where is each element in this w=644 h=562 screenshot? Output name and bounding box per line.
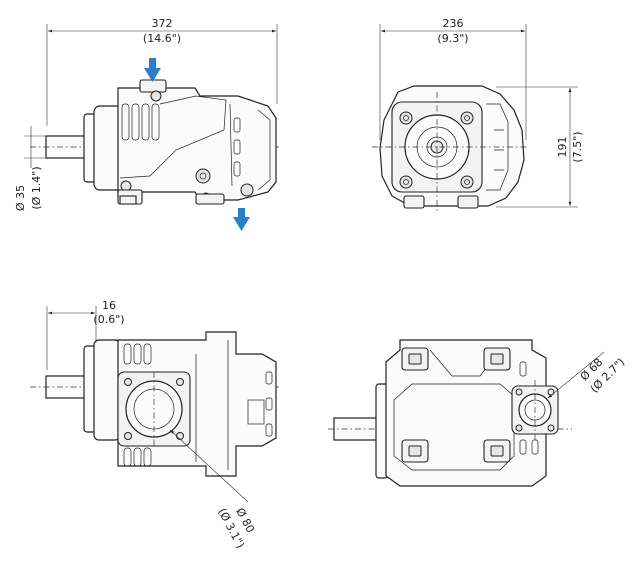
dim-length-inch: (14.6"): [143, 32, 181, 45]
arrow-down-icon: [144, 58, 161, 82]
top-view: 16 (0.6") Ø 80 (Ø 3.1"): [30, 299, 282, 551]
dim-shaft-inch: (Ø 1.4"): [30, 166, 43, 209]
dim-height-inch: (7.5"): [571, 131, 584, 162]
bottom-view: Ø 68 (Ø 2.7"): [328, 339, 627, 487]
pump-housing: [117, 87, 277, 201]
arrow-down-icon: [233, 208, 250, 231]
dim-offset-value: 16: [102, 299, 116, 312]
dim-width-inch: (9.3"): [437, 32, 468, 45]
dim-offset-inch: (0.6"): [93, 313, 124, 326]
dim-height-value: 191: [556, 137, 569, 158]
dim-length-value: 372: [152, 17, 173, 30]
end-view: 236 (9.3") 191 (7.5"): [372, 17, 584, 212]
dim-shaft-value: Ø 35: [14, 185, 27, 211]
dim-width-value: 236: [443, 17, 464, 30]
front-view: 372 (14.6") Ø 35 (Ø 1.4"): [14, 17, 280, 231]
